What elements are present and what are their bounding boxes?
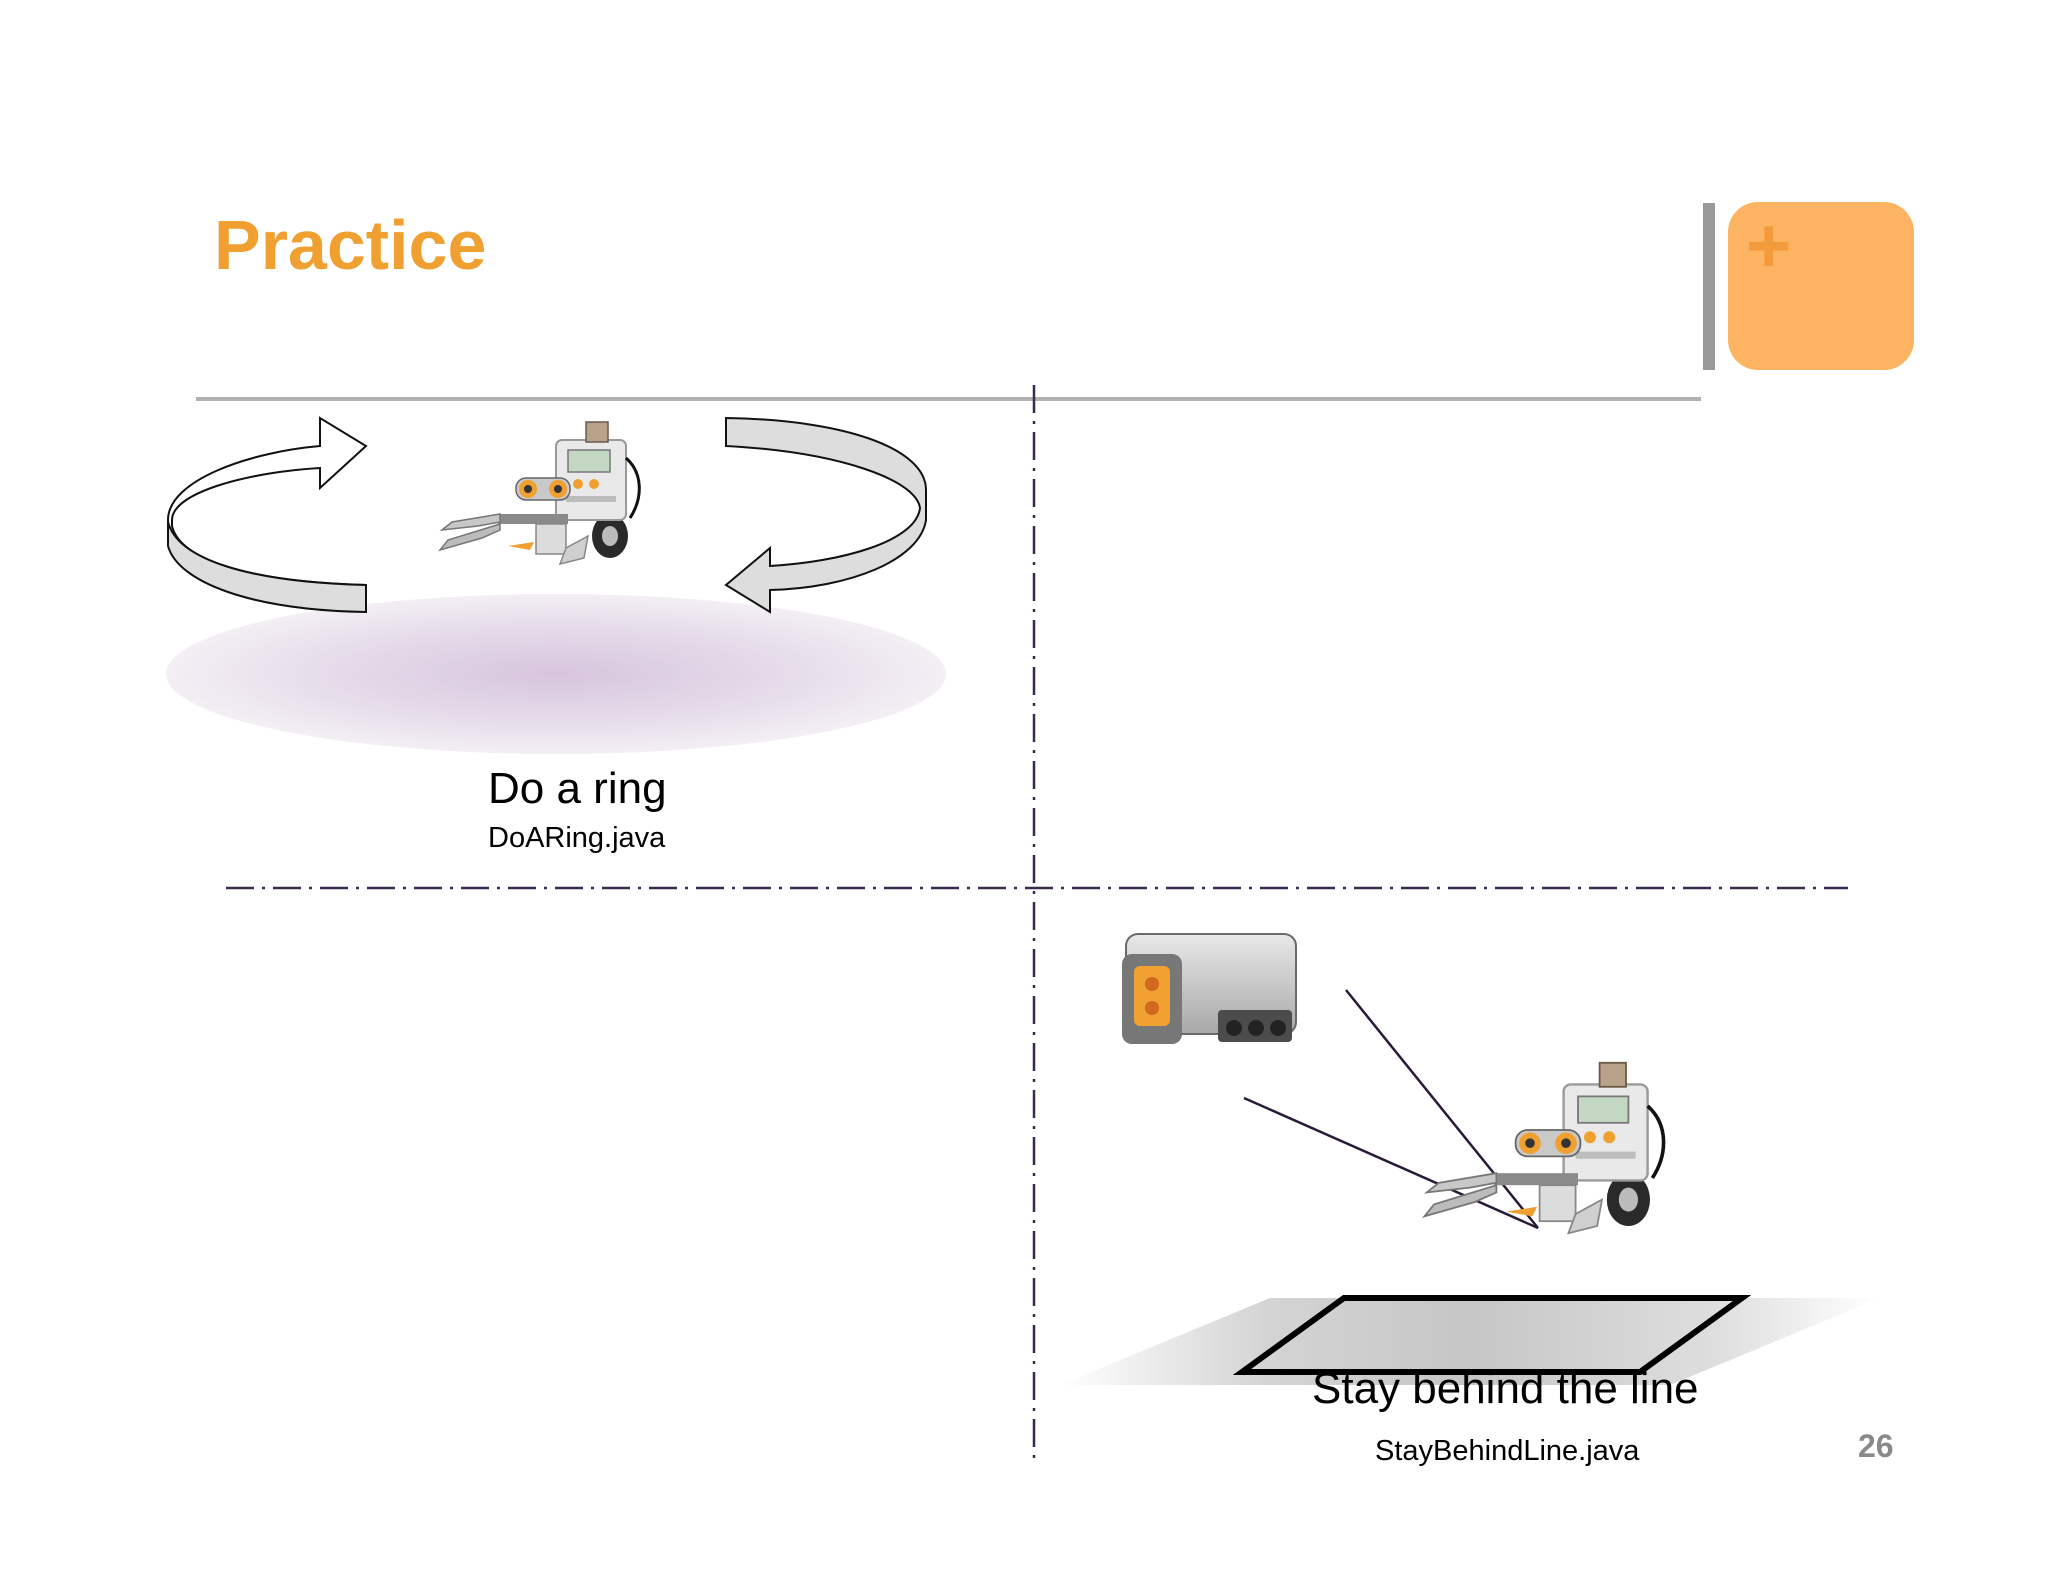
plus-icon: +: [1746, 201, 1792, 289]
slide-title: Practice: [214, 206, 487, 284]
black-line-boundary: [1232, 1295, 1752, 1375]
lego-nxt-robot-icon: [438, 420, 641, 566]
sensor-beam-line: [1243, 1096, 1539, 1230]
ring-filename: DoARing.java: [488, 822, 666, 854]
light-sensor-icon: [1122, 933, 1297, 1044]
ring-caption: Do a ring: [488, 764, 667, 813]
header-accent-bar: [1703, 203, 1715, 370]
lego-nxt-robot-icon: [1422, 1061, 1666, 1235]
title-underline: [196, 397, 1701, 401]
line-floor: [1060, 1298, 1880, 1385]
line-caption: Stay behind the line: [1312, 1364, 1699, 1413]
sensor-beam-line: [1345, 989, 1539, 1229]
circular-arrows-icon: [166, 416, 927, 614]
floor-shadow: [166, 594, 946, 754]
corner-badge: +: [1728, 202, 1914, 370]
line-filename: StayBehindLine.java: [1375, 1435, 1640, 1467]
page-number: 26: [1858, 1428, 1894, 1464]
